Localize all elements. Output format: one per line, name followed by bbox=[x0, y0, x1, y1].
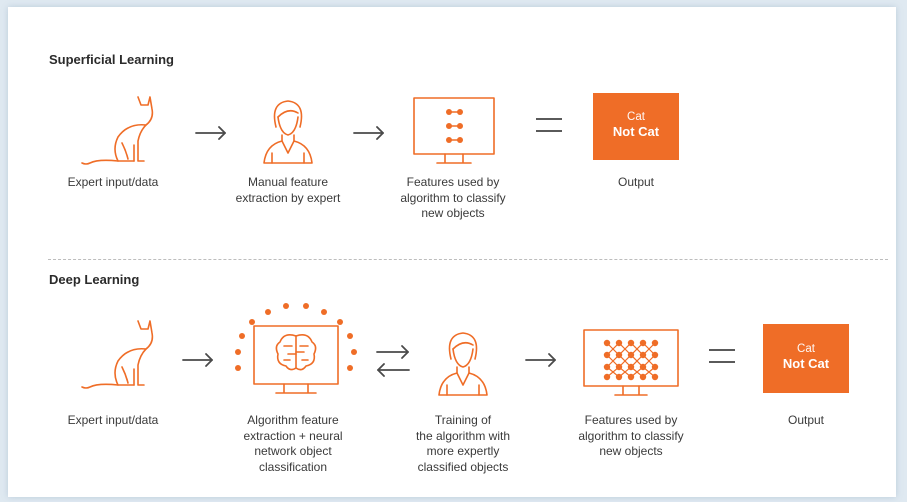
output-line-not-cat: Not Cat bbox=[782, 356, 830, 371]
cat-icon bbox=[81, 96, 154, 165]
superficial-output-caption: Output bbox=[617, 175, 655, 189]
expert-person-icon bbox=[438, 332, 488, 396]
output-line-cat: Cat bbox=[797, 343, 815, 355]
deep-title: Deep Learning bbox=[49, 272, 140, 287]
deep-features-caption: Features used by algorithm to classify n… bbox=[578, 413, 684, 458]
arrow-right-icon bbox=[525, 353, 556, 367]
equals-icon bbox=[709, 349, 735, 363]
diagram-card: Superficial Learning Expert input/data M… bbox=[8, 7, 896, 497]
deep-output-box: Cat Not Cat bbox=[763, 324, 849, 393]
superficial-title: Superficial Learning bbox=[49, 52, 174, 67]
deep-algorithm-caption: Algorithm feature extraction + neural ne… bbox=[243, 413, 343, 474]
superficial-expert-caption: Expert input/data bbox=[67, 175, 159, 189]
superficial-features-caption: Features used by algorithm to classify n… bbox=[400, 175, 506, 220]
deep-expert-caption: Expert input/data bbox=[67, 413, 159, 427]
section-divider bbox=[48, 259, 888, 260]
equals-icon bbox=[536, 118, 562, 132]
output-line-cat: Cat bbox=[627, 111, 645, 123]
expert-person-icon bbox=[263, 100, 313, 164]
monitor-features-icon bbox=[413, 97, 495, 164]
cat-icon bbox=[81, 320, 154, 389]
superficial-output-box: Cat Not Cat bbox=[593, 93, 679, 160]
arrow-right-icon bbox=[353, 126, 384, 140]
superficial-manual-caption: Manual feature extraction by expert bbox=[235, 175, 341, 205]
arrow-right-icon bbox=[195, 126, 226, 140]
deep-training-caption: Training of the algorithm with more expe… bbox=[415, 413, 511, 474]
output-line-not-cat: Not Cat bbox=[612, 124, 660, 139]
monitor-network-icon bbox=[583, 329, 679, 396]
monitor-brain-icon bbox=[235, 303, 357, 394]
arrow-right-icon bbox=[182, 353, 213, 367]
bidirectional-arrows-icon bbox=[376, 345, 410, 377]
deep-output-caption: Output bbox=[787, 413, 825, 427]
